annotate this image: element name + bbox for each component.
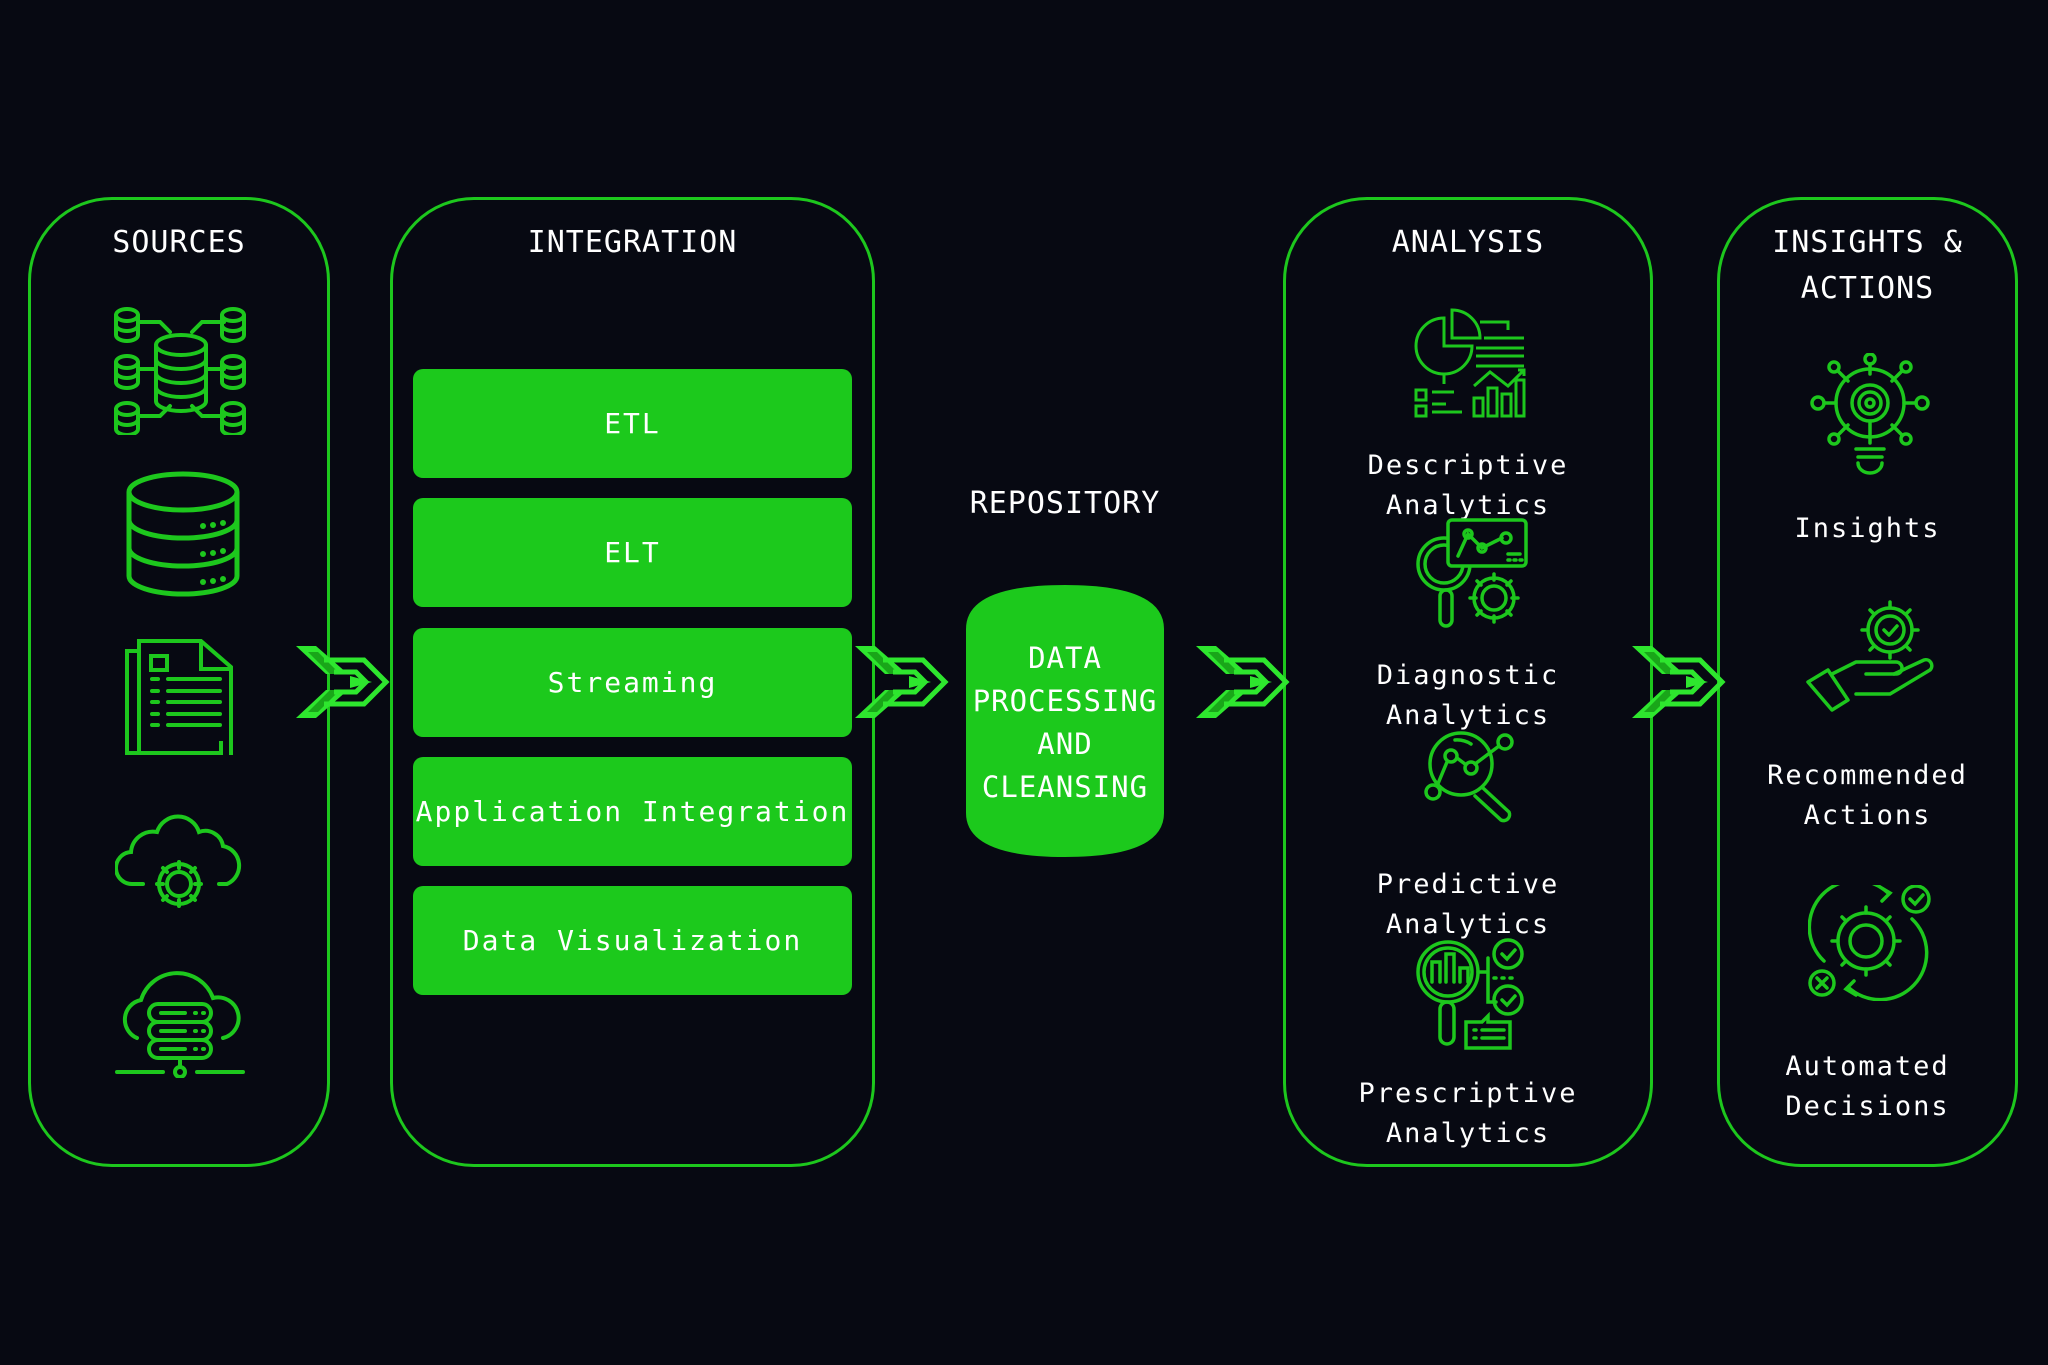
insights-title-line1: INSIGHTS & [1772,225,1963,260]
cylinder-line: PROCESSING [972,684,1158,718]
integration-title: INTEGRATION [527,225,738,260]
insights-item-recommended-line2: Actions [1803,800,1932,831]
cylinder-line: CLEANSING [981,770,1149,804]
insights-item-automated-line2: Decisions [1785,1091,1950,1122]
distributed-database-icon [113,305,249,435]
report-charts-icon [1414,308,1528,422]
cloud-settings-icon [115,810,247,914]
sources-title: SOURCES [112,225,246,260]
cloud-server-icon [115,968,247,1078]
repository-cylinder-text: DATA PROCESSING AND CLEANSING [966,637,1164,809]
analysis-item-diagnostic: Diagnostic Analytics [1376,660,1560,731]
insights-title-line2: ACTIONS [1800,271,1935,306]
analysis-item-descriptive: Descriptive Analytics [1367,450,1569,521]
flow-arrow-icon [853,640,949,724]
repository-cylinder: DATA PROCESSING AND CLEANSING [966,585,1164,857]
insights-panel: INSIGHTS & ACTIONS Insights Recommended … [1717,197,2018,1167]
documents-icon [125,639,237,755]
hand-gear-icon [1804,600,1934,714]
flow-arrow-icon [1194,640,1290,724]
insights-item-insights: Insights [1794,513,1941,544]
analysis-item-predictive: Predictive Analytics [1376,869,1560,940]
lightbulb-gear-icon [1808,353,1932,477]
integration-item-streaming[interactable]: Streaming [413,628,852,737]
cylinder-line: AND [1037,727,1093,761]
database-server-icon [125,470,241,598]
analysis-panel: ANALYSIS Descriptive Analytics Diagnosti… [1283,197,1653,1167]
insights-item-automated-line1: Automated [1785,1051,1950,1082]
integration-item-etl[interactable]: ETL [413,369,852,478]
integration-item-data-visualization[interactable]: Data Visualization [413,886,852,995]
magnifier-gear-chart-icon [1414,518,1528,632]
insights-item-recommended-line1: Recommended [1767,760,1968,791]
analysis-item-prescriptive: Prescriptive Analytics [1358,1078,1578,1149]
gear-cycle-icon [1808,885,1932,1001]
repository-title: REPOSITORY [969,486,1161,521]
analysis-title: ANALYSIS [1391,225,1545,260]
integration-panel: INTEGRATION ETL ELT Streaming Applicatio… [390,197,875,1167]
sources-panel: SOURCES [28,197,330,1167]
flow-arrow-icon [1630,640,1726,724]
integration-item-elt[interactable]: ELT [413,498,852,607]
integration-item-application-integration[interactable]: Application Integration [413,757,852,866]
flow-arrow-icon [294,640,390,724]
cylinder-line: DATA [1028,641,1102,675]
magnifier-checklist-icon [1414,938,1528,1052]
magnifier-trend-icon [1421,730,1521,824]
